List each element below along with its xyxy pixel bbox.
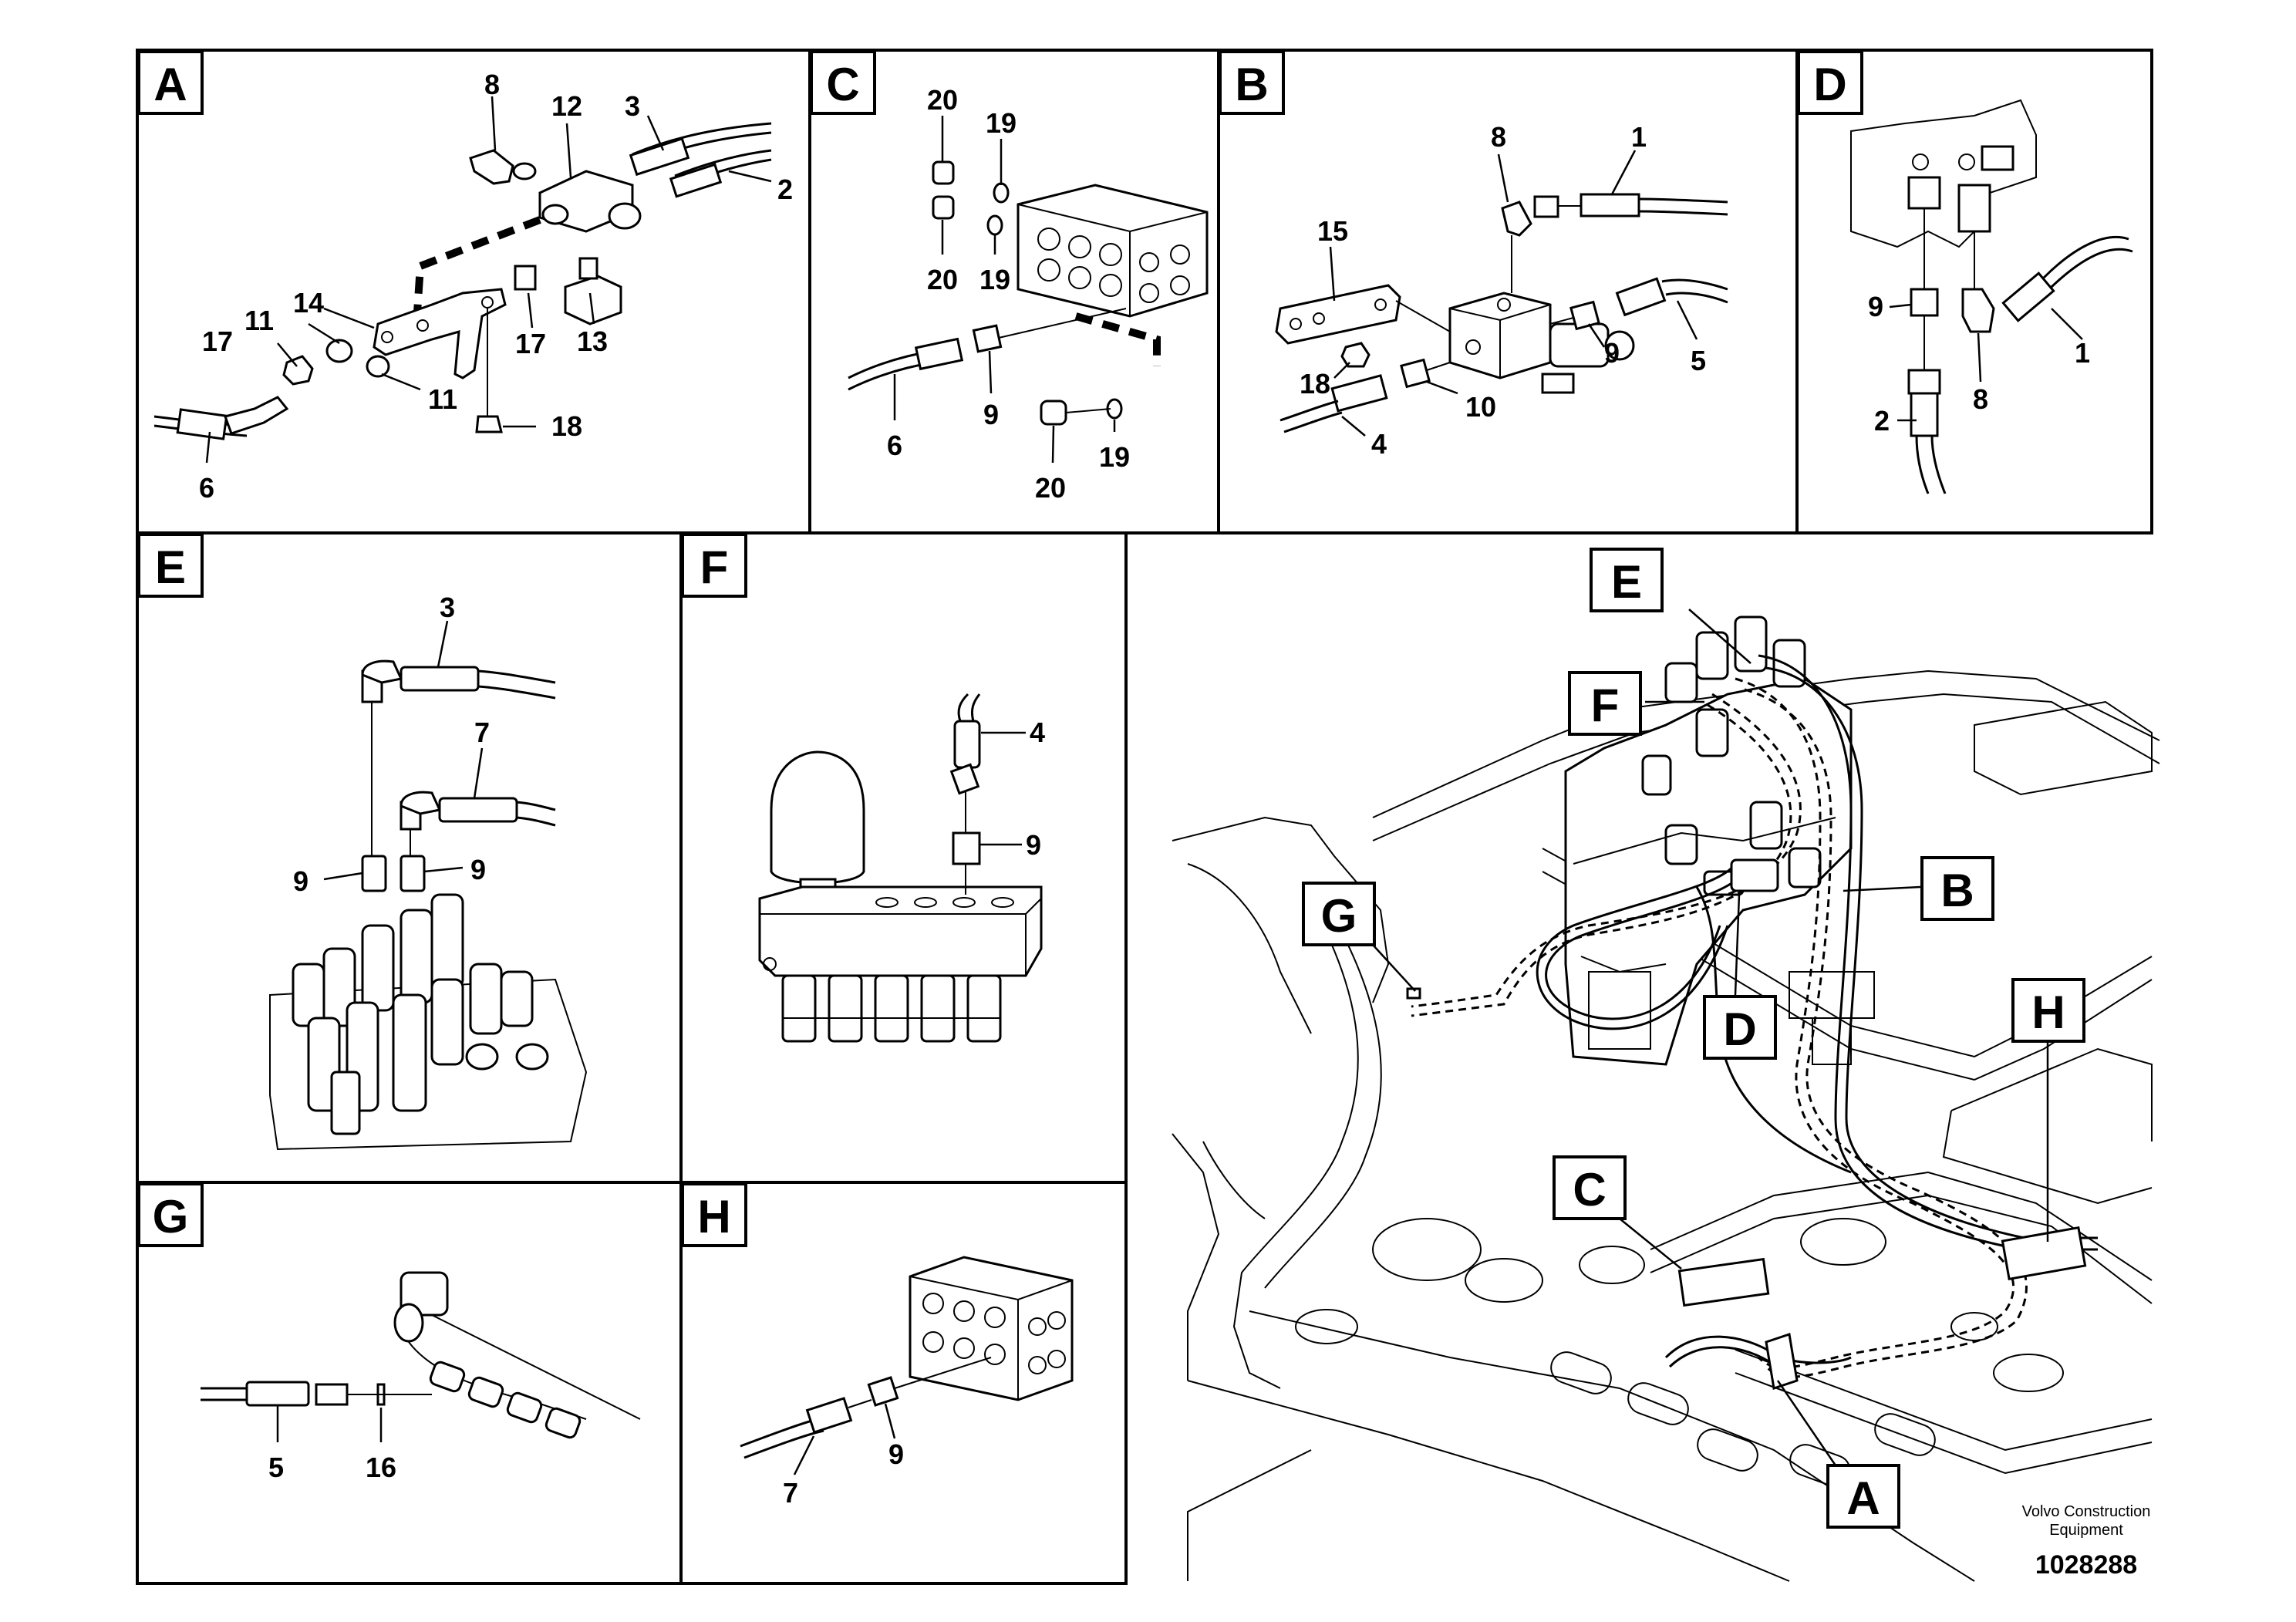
overview-tag-e-box — [1590, 548, 1664, 612]
panel-d-drawing: 9 1 2 8 — [1850, 99, 2133, 494]
panel-c-tag: C — [810, 50, 876, 115]
panel-tag-label: G — [153, 1191, 189, 1243]
maker-line-2: Equipment — [2049, 1522, 2123, 1539]
callout-number: 6 — [887, 430, 902, 461]
callout-number: 8 — [1973, 383, 1988, 415]
overview-tag-h-box — [2011, 978, 2085, 1043]
overview-tag-g-box — [1302, 882, 1376, 946]
callout-number: 2 — [777, 174, 793, 205]
callout-number: 9 — [1868, 291, 1883, 322]
callout-number: 12 — [551, 90, 582, 122]
panel-tag-label: G — [1321, 890, 1357, 942]
panel-g-drawing: 5 16 — [201, 1271, 641, 1483]
panel-tag-label: H — [697, 1191, 730, 1243]
panel-tag-label: E — [1611, 556, 1642, 608]
callout-number: 10 — [1465, 391, 1496, 423]
panel-tag-label: D — [1813, 59, 1846, 110]
callout-number: 7 — [783, 1477, 798, 1509]
panel-tag-label: H — [2031, 986, 2065, 1038]
callout-number: 9 — [888, 1438, 904, 1470]
panel-f-frame — [679, 531, 1128, 1184]
panel-b-drawing: 8 1 15 9 5 18 10 4 — [1275, 121, 1728, 460]
callout-number: 9 — [1604, 337, 1620, 369]
callout-number: 4 — [1030, 717, 1045, 748]
panel-f-tag: F — [681, 533, 747, 598]
panel-e-drawing: 3 7 9 9 — [269, 592, 588, 1151]
panel-tag-label: F — [700, 541, 729, 593]
callout-number: 15 — [1317, 215, 1348, 247]
callout-number: 8 — [484, 69, 500, 100]
panel-tag-label: F — [1591, 679, 1620, 731]
panel-h-frame — [679, 1181, 1128, 1585]
panel-b-frame — [1217, 49, 1799, 534]
callout-number: 2 — [1874, 405, 1890, 437]
panel-d-tag: D — [1797, 50, 1863, 115]
callout-number: 4 — [1371, 428, 1387, 460]
panel-tag-label: A — [153, 59, 187, 110]
callout-number: 19 — [986, 107, 1017, 139]
panel-f-drawing: 4 9 — [758, 693, 1045, 1043]
callout-number: 1 — [1631, 121, 1647, 153]
panel-h-drawing: 9 7 — [740, 1256, 1074, 1509]
callout-number: 5 — [1691, 345, 1706, 376]
maker-line-1: Volvo Construction — [2022, 1503, 2151, 1520]
callout-number: 13 — [577, 325, 608, 357]
callout-number: 9 — [983, 399, 999, 430]
callout-number: 16 — [366, 1452, 396, 1483]
overview-tag-a-box — [1826, 1464, 1900, 1529]
callout-number: 9 — [1026, 829, 1041, 861]
callout-number: 11 — [244, 305, 274, 336]
overview-tag-d-box — [1703, 995, 1777, 1060]
callout-number: 18 — [551, 410, 582, 442]
panel-tag-label: C — [1573, 1164, 1606, 1216]
callout-number: 5 — [268, 1452, 284, 1483]
panel-e-tag: E — [137, 533, 204, 598]
callout-number: 6 — [199, 472, 214, 504]
callout-number: 3 — [440, 592, 455, 623]
callout-number: 9 — [293, 865, 308, 897]
callout-number: 1 — [2075, 337, 2090, 369]
panel-g-frame — [136, 1181, 683, 1585]
overview-tag-b-box — [1920, 856, 1994, 921]
callout-number: 8 — [1491, 121, 1506, 153]
callout-number: 20 — [927, 84, 958, 116]
panel-b-tag: B — [1219, 50, 1285, 115]
callout-number: 19 — [1099, 441, 1130, 473]
drawing-number: 1028288 — [2035, 1550, 2137, 1580]
panel-tag-label: C — [826, 59, 859, 110]
callout-number: 20 — [1035, 472, 1066, 504]
panel-g-tag: G — [137, 1182, 204, 1247]
callout-number: 20 — [927, 264, 958, 295]
panel-tag-label: E — [155, 541, 186, 593]
panel-a-drawing: 8 12 3 2 14 17 11 11 17 13 18 6 — [153, 69, 793, 504]
drawing-footer: Volvo Construction Equipment 1028288 — [2022, 1503, 2151, 1580]
callout-number: 11 — [428, 383, 457, 415]
callout-number: 17 — [515, 328, 546, 359]
callout-number: 7 — [474, 717, 490, 748]
callout-number: 14 — [293, 287, 324, 319]
callout-number: 19 — [979, 264, 1010, 295]
panel-h-tag: H — [681, 1182, 747, 1247]
overview-tag-f-box — [1568, 671, 1642, 736]
panel-c-drawing: 20 19 20 19 6 9 20 19 — [848, 84, 1209, 504]
panel-a-tag: A — [137, 50, 204, 115]
callout-number: 3 — [625, 90, 640, 122]
panel-tag-label: D — [1723, 1003, 1756, 1055]
callout-number: 9 — [470, 854, 486, 885]
callout-number: 17 — [202, 325, 233, 357]
panel-tag-label: B — [1235, 59, 1268, 110]
overview-drawing: E F G B D H C A — [1172, 548, 2160, 1582]
panel-d-frame — [1795, 49, 2153, 534]
panel-tag-label: B — [1940, 865, 1974, 916]
panel-tag-label: A — [1846, 1472, 1880, 1524]
callout-number: 18 — [1300, 368, 1330, 400]
overview-tag-c-box — [1553, 1155, 1627, 1220]
